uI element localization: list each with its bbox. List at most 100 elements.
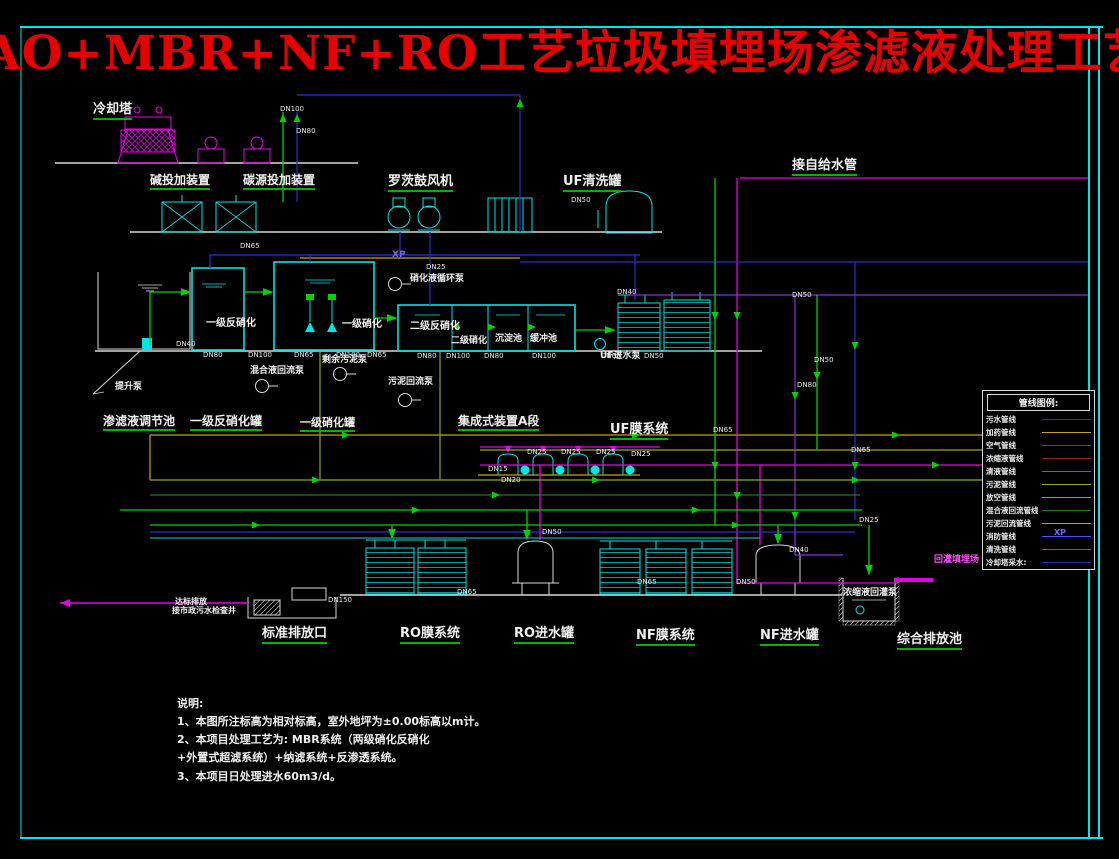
- notes-line: 1、本图所注标高为相对标高，室外地坪为±0.00标高以m计。: [177, 715, 486, 729]
- legend-row-line-sample: [1042, 523, 1091, 524]
- nf-rack-symbols: [599, 540, 733, 595]
- dn-label: DN100: [248, 351, 272, 359]
- dn-label: DN80: [203, 351, 223, 359]
- label-xp-mark: XP: [392, 250, 406, 260]
- label-water-supply: 接自给水管: [792, 159, 858, 176]
- alkali-dosing-pump-symbol: [197, 136, 225, 164]
- discharge-pit-symbol: [838, 577, 900, 626]
- legend-row: 污水管线: [983, 413, 1094, 426]
- dn-label: DN80: [296, 127, 316, 135]
- label-standard-discharge: 达标排放: [175, 597, 207, 606]
- blower-panel-symbol: [487, 197, 533, 233]
- dosing-lines: [149, 257, 1088, 480]
- nit1-tank-symbol: [273, 257, 430, 351]
- dn-label: DN65: [851, 446, 871, 454]
- label-denit1-interior: 一级反硝化: [206, 318, 256, 329]
- label-sludge-return-pump: 污泥回流泵: [388, 377, 434, 387]
- legend-rows: 污水管线加药管线空气管线浓缩液管线清液管线污泥管线放空管线混合液回流管线污泥回流…: [983, 413, 1094, 569]
- dn-label: DN80: [797, 381, 817, 389]
- legend-row: 空气管线: [983, 439, 1094, 452]
- dosing-tank-symbols: [161, 195, 257, 233]
- legend-xp-tag: XP: [1054, 528, 1067, 537]
- dn-label: DN65: [601, 352, 621, 360]
- label-recharge-pump: 浓缩液回灌泵: [843, 588, 898, 598]
- legend-row: 污泥回流管线: [983, 517, 1094, 530]
- ground-lines: [55, 162, 842, 596]
- label-recharge-landfill: 回灌填埋场: [934, 555, 980, 565]
- dn-label: DN25: [527, 448, 547, 456]
- label-mixed-return-pump: 混合液回流泵: [250, 366, 305, 376]
- label-nit2-interior: 二级硝化: [451, 336, 488, 346]
- legend-row-name: 消防管线: [986, 532, 1016, 541]
- legend-row: 加药管线: [983, 426, 1094, 439]
- label-sed-interior: 沉淀池: [495, 334, 523, 344]
- legend-row: 清液管线: [983, 465, 1094, 478]
- dn-label: DN25: [561, 448, 581, 456]
- standard-outlet-symbol: [60, 587, 337, 619]
- legend-row-line-sample: XP: [1042, 528, 1091, 537]
- dn-label: DN65: [713, 426, 733, 434]
- carbon-dosing-pump-symbol: [243, 136, 271, 164]
- legend-row: 冷却塔采水:: [983, 556, 1094, 569]
- label-uf-feed-pump: UF进水泵: [600, 351, 641, 361]
- dn-label: DN65: [457, 588, 477, 596]
- legend-row-line-sample: [1042, 419, 1091, 420]
- denit1-tank-symbol: [191, 267, 245, 351]
- notes-block: 说明: 1、本图所注标高为相对标高，室外地坪为±0.00标高以m计。 2、本项目处…: [177, 695, 485, 786]
- label-ro-feed-tank: RO进水罐: [514, 627, 575, 644]
- dn-label: DN15: [488, 465, 508, 473]
- legend-row-line-sample: [1042, 549, 1091, 550]
- legend-row: 污泥管线: [983, 478, 1094, 491]
- pipeline-legend: 管线图例: 污水管线加药管线空气管线浓缩液管线清液管线污泥管线放空管线混合液回流…: [982, 390, 1095, 570]
- dn-label: DN50: [571, 196, 591, 204]
- dn-label: DN50: [814, 356, 834, 364]
- label-nit-circ-pump: 硝化液循环泵: [410, 274, 465, 284]
- legend-row-line-sample: [1042, 471, 1091, 472]
- label-municipal-well: 接市政污水检查井: [172, 606, 236, 615]
- legend-row: 浓缩液管线: [983, 452, 1094, 465]
- notes-line: 2、本项目处理工艺为: MBR系统（两级硝化反硝化: [177, 733, 430, 747]
- dn-label: DN50: [736, 578, 756, 586]
- label-alkali-dosing: 碱投加装置: [150, 174, 211, 190]
- legend-row-name: 清洗管线: [986, 545, 1016, 554]
- legend-row-name: 空气管线: [986, 441, 1016, 450]
- dn-label: DN65: [637, 578, 657, 586]
- uf-cleaning-tank-symbol: [597, 190, 653, 234]
- notes-heading: 说明:: [177, 697, 204, 710]
- legend-row-name: 污水管线: [986, 415, 1016, 424]
- chemical-tank-row-symbols: [497, 453, 635, 476]
- legend-row-line-sample: [1042, 562, 1091, 563]
- dn-label: DN50: [542, 528, 562, 536]
- dn-label: DN100: [336, 351, 360, 359]
- label-integrated-a: 集成式装置A段: [458, 415, 540, 431]
- dn-label: DN40: [176, 340, 196, 348]
- dn-label: DN50: [644, 352, 664, 360]
- dn-label: DN20: [501, 476, 521, 484]
- label-nf-feed-tank: NF进水罐: [760, 629, 819, 646]
- legend-row: 消防管线 XP: [983, 528, 1094, 543]
- legend-row-line-sample: [1042, 497, 1091, 498]
- legend-row-line-sample: [1042, 445, 1091, 446]
- legend-row-name: 加药管线: [986, 428, 1016, 437]
- air-and-sewage-lines: [150, 94, 1088, 533]
- notes-line: 3、本项目日处理进水60m3/d。: [177, 769, 341, 783]
- label-carbon-dosing: 碳源投加装置: [243, 174, 316, 190]
- label-nit1-interior: 一级硝化: [342, 319, 382, 330]
- label-denit-tank-1: 一级反硝化罐: [190, 415, 263, 431]
- uf-skid-symbols: [617, 292, 711, 352]
- label-nf-system: NF膜系统: [636, 629, 695, 646]
- label-roots-blower: 罗茨鼓风机: [388, 175, 454, 192]
- legend-row-line-sample: [1042, 484, 1091, 485]
- legend-row: 混合液回流管线: [983, 504, 1094, 517]
- legend-row-name: 冷却塔采水:: [986, 558, 1027, 567]
- legend-row-line-sample: [1042, 432, 1091, 433]
- notes-lines: 1、本图所注标高为相对标高，室外地坪为±0.00标高以m计。 2、本项目处理工艺为…: [177, 713, 485, 786]
- dn-label: DN65: [294, 351, 314, 359]
- dn-label: DN150: [328, 596, 352, 604]
- legend-row-name: 污泥管线: [986, 480, 1016, 489]
- legend-row-name: 浓缩液管线: [986, 454, 1024, 463]
- cooling-tower-symbol: [117, 106, 179, 164]
- label-cooling-tower: 冷却塔: [93, 103, 133, 120]
- label-excess-sludge-pump: 剩余污泥泵: [322, 355, 368, 365]
